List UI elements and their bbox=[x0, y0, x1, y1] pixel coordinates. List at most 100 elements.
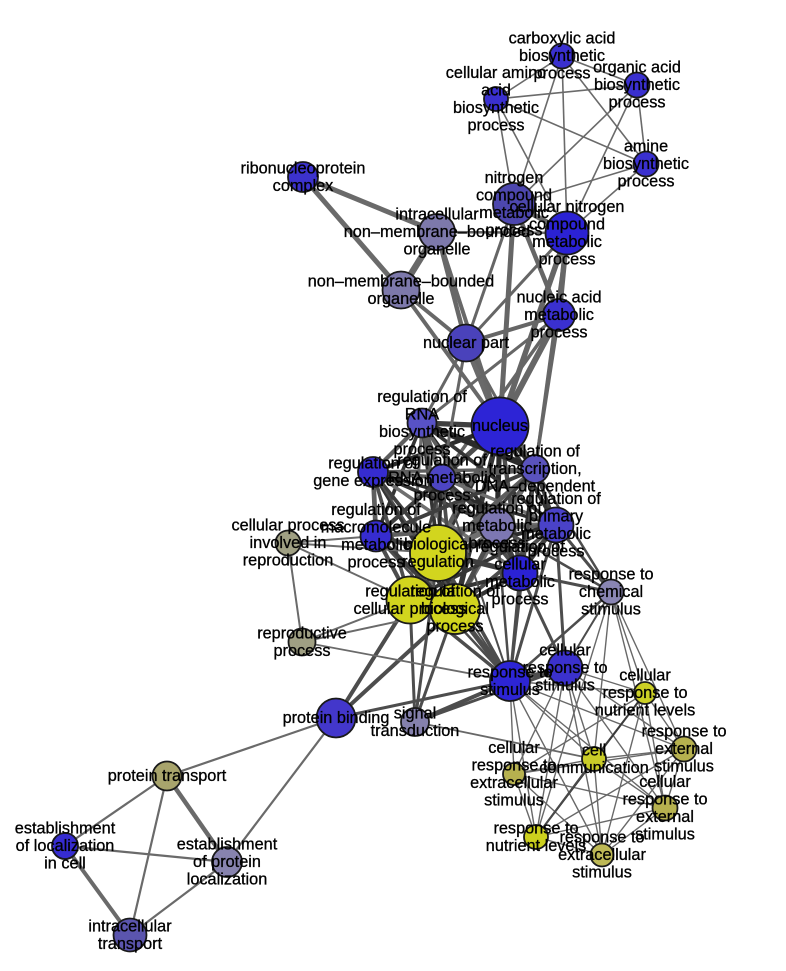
svg-text:response to: response to bbox=[559, 829, 644, 847]
svg-text:metabolic: metabolic bbox=[485, 573, 555, 591]
svg-text:nuclear part: nuclear part bbox=[423, 334, 509, 352]
svg-text:process: process bbox=[468, 535, 525, 553]
svg-text:regulation of: regulation of bbox=[475, 538, 565, 556]
svg-text:in cell: in cell bbox=[44, 855, 86, 873]
svg-text:reproductive: reproductive bbox=[257, 624, 347, 642]
svg-text:stimulus: stimulus bbox=[635, 825, 695, 843]
svg-text:biosynthetic: biosynthetic bbox=[603, 155, 689, 173]
svg-text:amine: amine bbox=[624, 138, 668, 156]
svg-text:stimulus: stimulus bbox=[484, 791, 544, 809]
svg-text:non–membrane–bounded: non–membrane–bounded bbox=[344, 223, 530, 241]
svg-text:compound: compound bbox=[529, 215, 605, 233]
svg-text:biosynthetic: biosynthetic bbox=[453, 99, 539, 117]
svg-text:of localization: of localization bbox=[16, 837, 115, 855]
svg-text:nitrogen: nitrogen bbox=[485, 169, 544, 187]
svg-text:stimulus: stimulus bbox=[480, 681, 540, 699]
svg-text:process: process bbox=[617, 173, 674, 191]
svg-text:regulation of: regulation of bbox=[377, 388, 467, 406]
svg-text:RNA metabolic: RNA metabolic bbox=[388, 469, 496, 487]
svg-text:organelle: organelle bbox=[368, 290, 435, 308]
svg-text:process: process bbox=[426, 618, 483, 636]
svg-text:gene expression: gene expression bbox=[313, 472, 432, 490]
svg-text:protein transport: protein transport bbox=[108, 767, 227, 785]
svg-text:cellular: cellular bbox=[539, 642, 591, 660]
svg-text:metabolic: metabolic bbox=[341, 536, 411, 554]
svg-text:process: process bbox=[393, 440, 450, 458]
svg-text:complex: complex bbox=[273, 177, 334, 195]
svg-text:process: process bbox=[608, 94, 665, 112]
svg-text:of protein: of protein bbox=[193, 853, 261, 871]
svg-text:cellular amino: cellular amino bbox=[446, 64, 546, 82]
svg-text:process: process bbox=[530, 324, 587, 342]
svg-text:ribonucleoprotein: ribonucleoprotein bbox=[241, 159, 366, 177]
svg-text:reproduction: reproduction bbox=[243, 552, 334, 570]
svg-text:biosynthetic: biosynthetic bbox=[594, 76, 680, 94]
svg-text:process: process bbox=[491, 590, 548, 608]
svg-text:localization: localization bbox=[187, 871, 268, 889]
svg-text:signal: signal bbox=[394, 704, 437, 722]
svg-text:external: external bbox=[636, 808, 694, 826]
svg-text:metabolic: metabolic bbox=[524, 306, 594, 324]
svg-text:cell: cell bbox=[582, 741, 606, 759]
svg-text:regulation of: regulation of bbox=[397, 452, 487, 470]
svg-text:response to: response to bbox=[467, 663, 552, 681]
svg-text:establishment: establishment bbox=[15, 820, 116, 838]
svg-text:cellular process: cellular process bbox=[353, 600, 466, 618]
svg-text:transduction: transduction bbox=[371, 722, 460, 740]
svg-text:response to: response to bbox=[522, 659, 607, 677]
svg-text:response to: response to bbox=[568, 566, 653, 584]
svg-text:regulation of: regulation of bbox=[365, 582, 455, 600]
svg-text:cellular nitrogen: cellular nitrogen bbox=[510, 198, 625, 216]
svg-text:RNA: RNA bbox=[405, 405, 440, 423]
svg-text:extracellular: extracellular bbox=[470, 774, 558, 792]
svg-text:metabolic: metabolic bbox=[479, 204, 549, 222]
svg-text:biological: biological bbox=[421, 600, 489, 618]
svg-text:nucleus: nucleus bbox=[472, 417, 528, 435]
svg-text:response to: response to bbox=[622, 790, 707, 808]
svg-text:cellular: cellular bbox=[639, 773, 691, 791]
svg-text:stimulus: stimulus bbox=[654, 758, 714, 776]
svg-text:stimulus: stimulus bbox=[581, 601, 641, 619]
svg-text:metabolic: metabolic bbox=[532, 233, 602, 251]
svg-text:transcription,: transcription, bbox=[488, 460, 581, 478]
svg-text:process: process bbox=[538, 250, 595, 268]
svg-text:non–membrane–bounded: non–membrane–bounded bbox=[308, 272, 494, 290]
svg-text:process: process bbox=[413, 487, 470, 505]
svg-text:regulation: regulation bbox=[402, 553, 474, 571]
svg-text:acid: acid bbox=[481, 81, 511, 99]
svg-text:regulation of: regulation of bbox=[490, 443, 580, 461]
svg-text:compound: compound bbox=[476, 186, 552, 204]
svg-text:regulation of: regulation of bbox=[328, 454, 418, 472]
svg-text:cellular: cellular bbox=[494, 555, 546, 573]
svg-text:cellular: cellular bbox=[619, 667, 671, 685]
svg-text:organelle: organelle bbox=[404, 241, 471, 259]
svg-text:process: process bbox=[347, 553, 404, 571]
svg-text:regulation of: regulation of bbox=[410, 583, 500, 601]
svg-text:process: process bbox=[467, 116, 524, 134]
svg-text:chemical: chemical bbox=[579, 583, 643, 601]
svg-text:transport: transport bbox=[98, 935, 163, 953]
svg-text:response to: response to bbox=[641, 723, 726, 741]
svg-text:intracellular: intracellular bbox=[88, 917, 172, 935]
svg-text:stimulus: stimulus bbox=[535, 677, 595, 695]
svg-text:nutrient levels: nutrient levels bbox=[595, 702, 695, 720]
svg-text:regulation of: regulation of bbox=[331, 501, 421, 519]
svg-text:biological: biological bbox=[404, 535, 472, 553]
svg-text:regulation of: regulation of bbox=[452, 500, 542, 518]
svg-text:response to: response to bbox=[493, 819, 578, 837]
svg-text:establishment: establishment bbox=[177, 836, 278, 854]
svg-text:primary: primary bbox=[529, 507, 584, 525]
svg-text:process: process bbox=[273, 642, 330, 660]
svg-text:process: process bbox=[485, 221, 542, 239]
svg-text:intracellular: intracellular bbox=[395, 206, 479, 224]
svg-text:regulation of: regulation of bbox=[511, 490, 601, 508]
svg-text:metabolic: metabolic bbox=[521, 525, 591, 543]
svg-text:process: process bbox=[533, 65, 590, 83]
svg-text:biosynthetic: biosynthetic bbox=[379, 423, 465, 441]
svg-text:DNA–dependent: DNA–dependent bbox=[475, 478, 596, 496]
svg-text:stimulus: stimulus bbox=[572, 864, 632, 882]
svg-text:nucleic acid: nucleic acid bbox=[516, 289, 601, 307]
svg-text:external: external bbox=[655, 740, 713, 758]
svg-text:process: process bbox=[527, 542, 584, 560]
svg-text:extracellular: extracellular bbox=[558, 846, 646, 864]
